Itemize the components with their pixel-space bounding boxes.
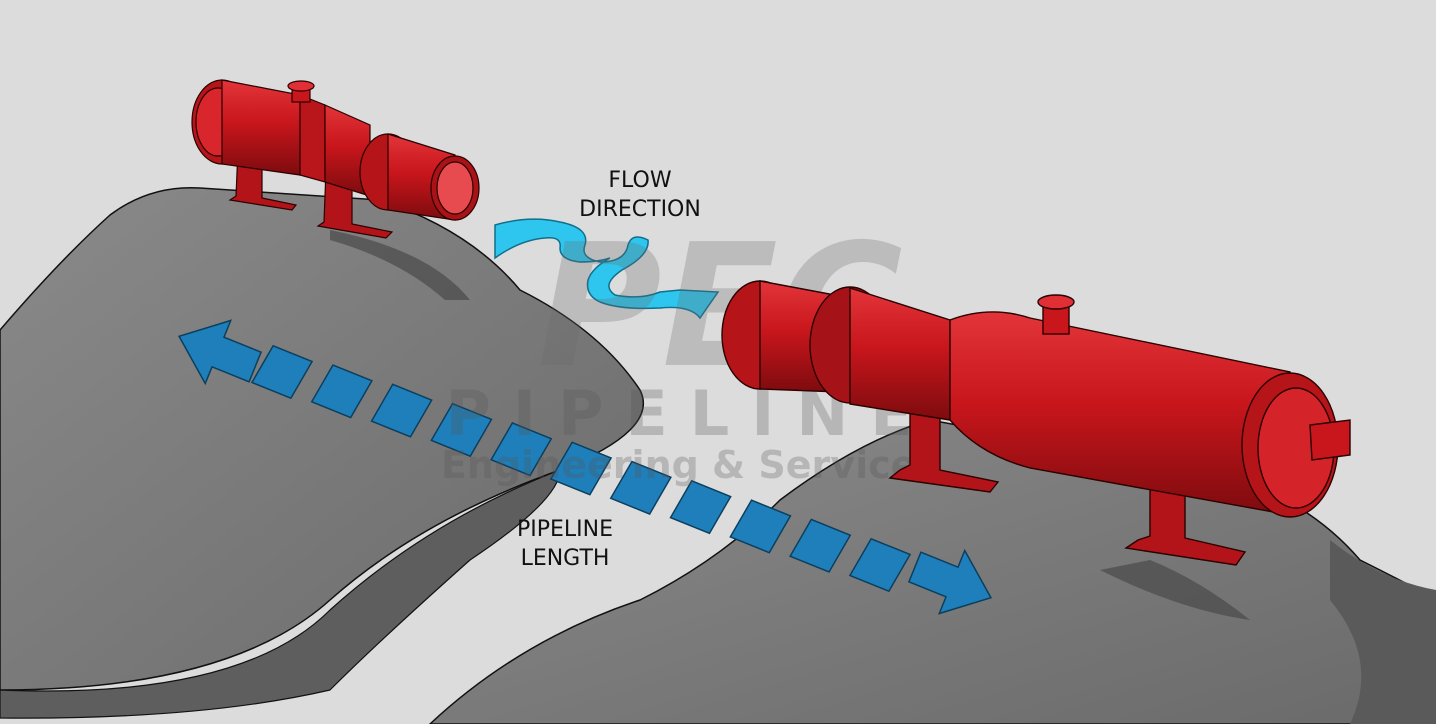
length-segment — [671, 481, 731, 533]
pipeline-length-label: PIPELINE LENGTH — [490, 515, 640, 573]
length-label-line1: PIPELINE — [490, 515, 640, 544]
watermark-line2: Engineering & Services — [441, 443, 939, 487]
flow-label-line2: DIRECTION — [560, 195, 720, 224]
length-label-line2: LENGTH — [490, 544, 640, 573]
flow-direction-label: FLOW DIRECTION — [560, 166, 720, 224]
flow-label-line1: FLOW — [560, 166, 720, 195]
